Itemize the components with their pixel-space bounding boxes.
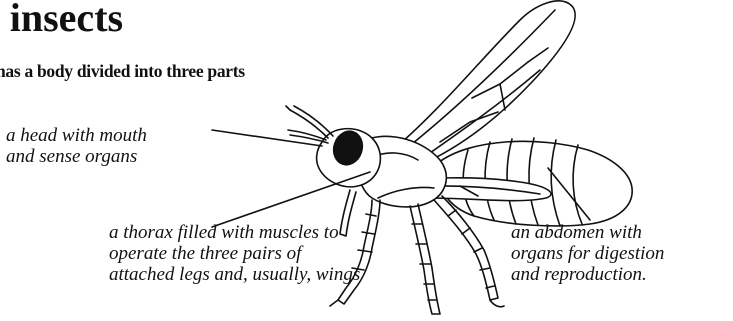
upper-wing xyxy=(395,1,575,166)
thorax-label: a thorax filled with muscles to operate … xyxy=(109,222,360,285)
abdomen-label-line: an abdomen with xyxy=(511,222,664,243)
thorax-label-line: a thorax filled with muscles to xyxy=(109,222,360,243)
thorax-label-line: attached legs and, usually, wings xyxy=(109,264,360,285)
head-label-line: a head with mouth xyxy=(6,125,147,146)
head-label-line: and sense organs xyxy=(6,146,147,167)
abdomen-label-line: and reproduction. xyxy=(511,264,664,285)
thorax-leader-line xyxy=(212,172,370,227)
abdomen-label: an abdomen with organs for digestion and… xyxy=(511,222,664,285)
thorax-label-line: operate the three pairs of xyxy=(109,243,360,264)
abdomen-label-line: organs for digestion xyxy=(511,243,664,264)
head-label: a head with mouth and sense organs xyxy=(6,125,147,167)
